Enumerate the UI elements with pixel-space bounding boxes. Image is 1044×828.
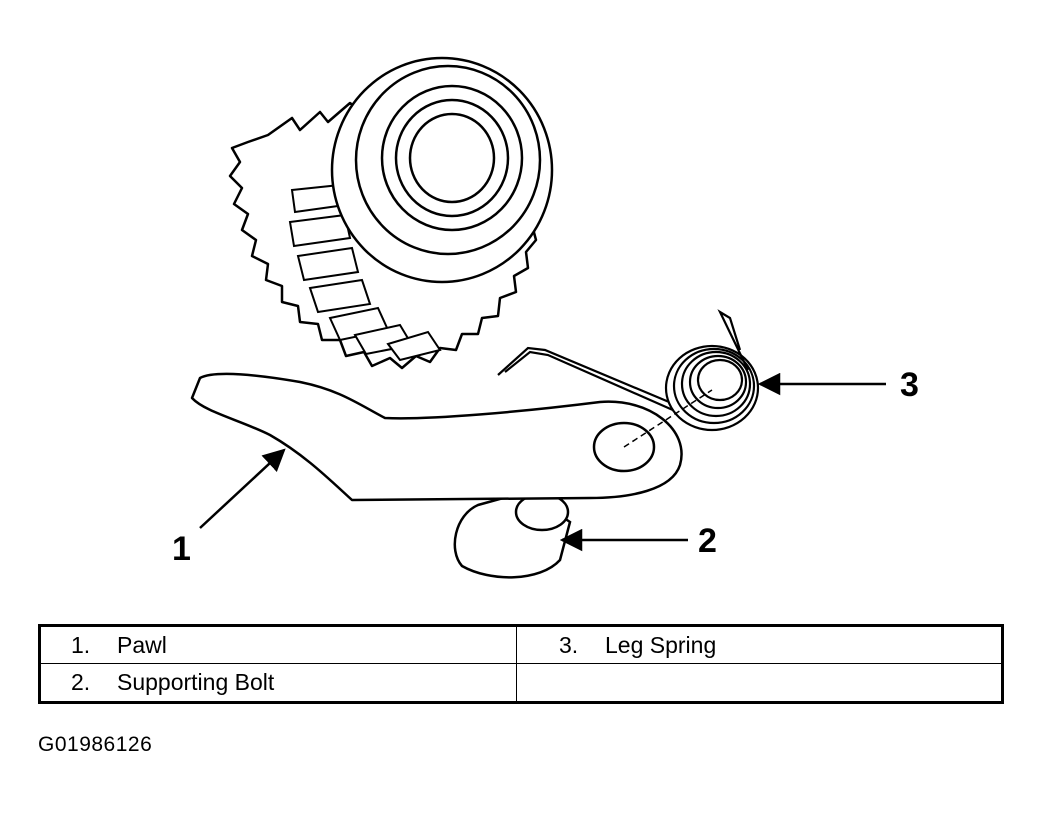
legend-empty-cell bbox=[517, 664, 1001, 701]
callout-arrow-1 bbox=[199, 448, 286, 529]
callout-number-1: 1 bbox=[172, 530, 191, 568]
parking-pawl-diagram: 1 2 3 bbox=[172, 56, 919, 579]
legend-item-pawl: 1. Pawl bbox=[41, 627, 517, 664]
legend-table: 1. Pawl 3. Leg Spring 2. Supporting Bolt bbox=[38, 624, 1004, 704]
helical-gear-teeth bbox=[288, 183, 442, 362]
legend-item-supporting-bolt: 2. Supporting Bolt bbox=[41, 664, 517, 701]
pawl bbox=[190, 372, 683, 502]
supporting-bolt bbox=[453, 490, 572, 579]
legend-label: Pawl bbox=[117, 631, 167, 658]
leg-spring bbox=[497, 309, 760, 448]
figure-id: G01986126 bbox=[38, 733, 153, 756]
legend-number: 2. bbox=[71, 669, 91, 695]
callout-number-3: 3 bbox=[900, 366, 919, 404]
legend-label: Supporting Bolt bbox=[117, 669, 275, 695]
legend-number: 1. bbox=[71, 631, 91, 658]
callout-arrows bbox=[199, 372, 886, 552]
legend-label: Leg Spring bbox=[605, 631, 717, 658]
callout-number-2: 2 bbox=[698, 522, 717, 560]
legend-item-leg-spring: 3. Leg Spring bbox=[517, 627, 1001, 664]
legend-number: 3. bbox=[559, 631, 579, 658]
gear-hub bbox=[330, 56, 554, 284]
